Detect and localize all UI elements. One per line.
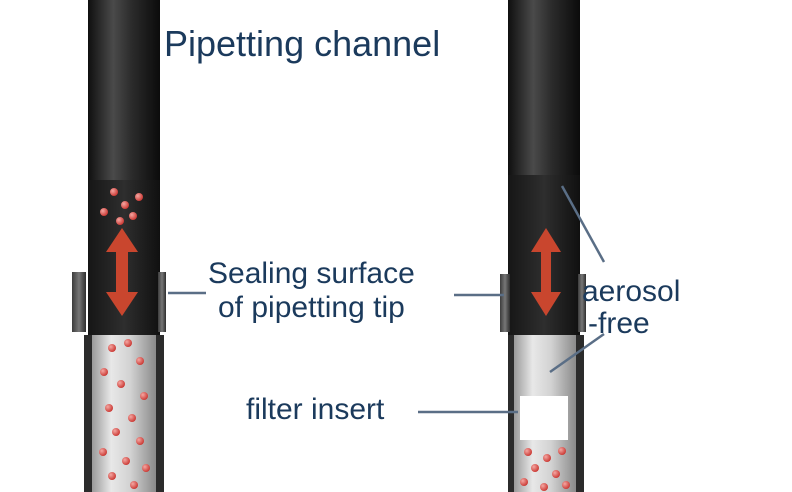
filter-insert-block xyxy=(520,396,568,440)
aerosol-free-label-line1: aerosol xyxy=(582,275,681,308)
sealing-surface-label-line2: of pipetting tip xyxy=(218,291,405,324)
right-tip-wall-right xyxy=(576,335,584,492)
left-tip-wall-right xyxy=(156,335,164,492)
aerosol-free-label-line2: -free xyxy=(588,307,650,340)
right-channel-tube xyxy=(508,0,580,175)
right-airflow-arrow xyxy=(531,228,561,316)
left-channel-tube xyxy=(88,0,160,180)
left-tip-wall-left xyxy=(84,335,92,492)
right-tip-wall-left xyxy=(508,335,514,492)
sealing-surface-label-line1: Sealing surface xyxy=(208,257,415,290)
right-tip-collar-right xyxy=(578,274,586,332)
leader-lines xyxy=(168,185,606,414)
aerosol-leader-upper xyxy=(560,185,606,263)
left-pipetting-channel xyxy=(72,0,166,492)
filter-insert-label: filter insert xyxy=(246,393,385,426)
right-residual-particles xyxy=(520,447,570,491)
aerosol-leader-lower xyxy=(549,332,605,374)
left-tip-collar-right xyxy=(158,272,166,332)
left-tip-collar xyxy=(72,272,86,332)
right-tip-collar xyxy=(500,274,510,332)
left-airflow-arrow xyxy=(106,228,138,316)
left-aerosol-particles xyxy=(99,188,150,489)
diagram-title: Pipetting channel xyxy=(164,23,441,64)
right-pipetting-channel xyxy=(500,0,586,492)
